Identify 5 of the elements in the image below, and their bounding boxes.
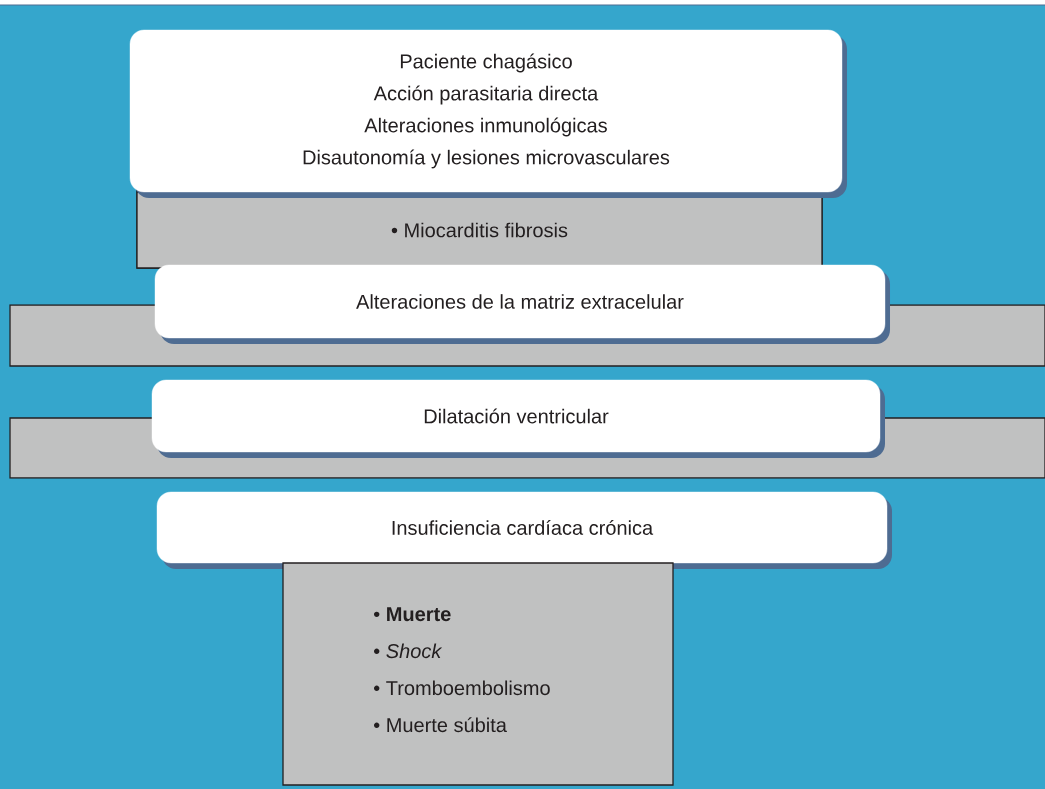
text-box: Insuficiencia cardíaca crónica bbox=[156, 491, 892, 569]
text-box: Alteraciones de la matriz extracelular bbox=[154, 264, 890, 344]
text-box: • Muerte • Shock • Tromboembolismo • Muerte súbita bbox=[282, 562, 674, 786]
text-box: Dilatación ventricular bbox=[151, 379, 885, 458]
text-box: Paciente chagásico Acción parasitaria directa Alteraciones inmunológicas Disautonomía y lesiones microvasculares bbox=[129, 29, 847, 198]
